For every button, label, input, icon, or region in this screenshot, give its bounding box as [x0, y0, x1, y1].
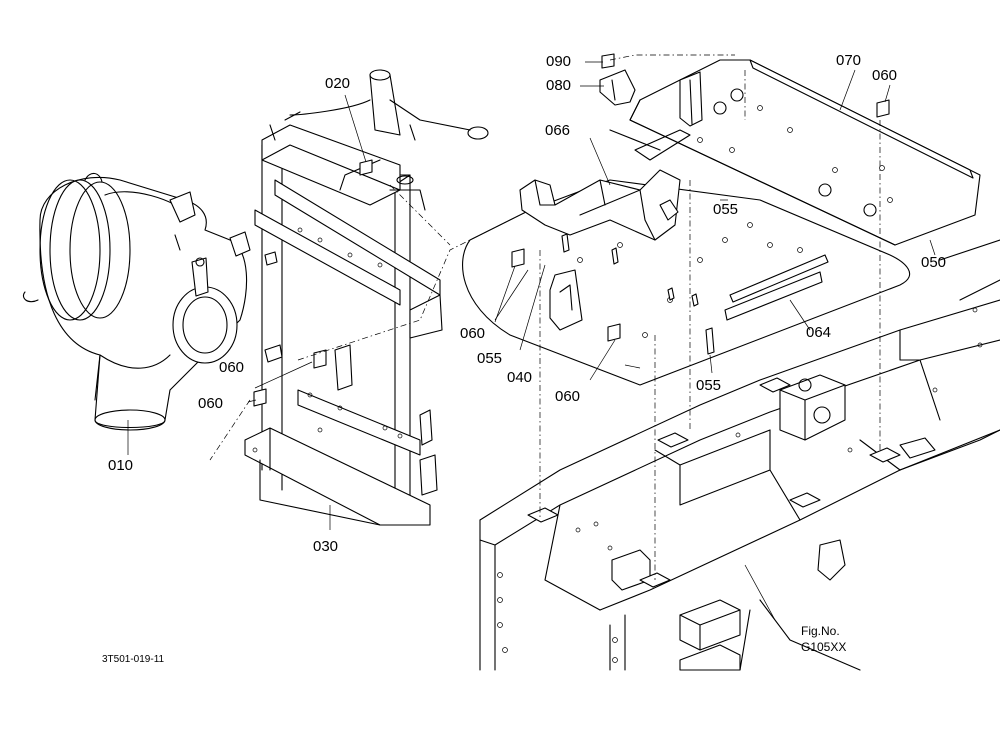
label-055-bottom: 055: [696, 377, 722, 394]
bolts: [253, 53, 890, 407]
bracket-066: [519, 129, 691, 241]
air-cleaner-010: [22, 172, 251, 431]
label-055-top: 055: [713, 201, 739, 218]
support-frame-030: [244, 69, 489, 526]
main-frame: [479, 239, 1000, 671]
label-010: 010: [108, 457, 134, 474]
label-066: 066: [545, 122, 571, 139]
plate-050: [629, 59, 981, 246]
label-030: 030: [313, 538, 339, 555]
label-020: 020: [325, 75, 351, 92]
fig-number: G105XX: [801, 640, 847, 654]
label-060-plate-left: 060: [460, 325, 486, 342]
label-055-left: 055: [477, 350, 503, 367]
label-060-top-right: 060: [872, 67, 898, 84]
fig-caption: Fig.No.: [801, 624, 840, 638]
label-060-frame-lower: 060: [198, 395, 224, 412]
drawing-number: 3T501-019-11: [102, 654, 165, 665]
label-060-frame-upper: 060: [219, 359, 245, 376]
leader-lines: [127, 61, 936, 621]
label-070: 070: [836, 52, 862, 69]
label-060-plate-center: 060: [555, 388, 581, 405]
label-050: 050: [921, 254, 947, 271]
label-080: 080: [546, 77, 572, 94]
assembly-lines: [209, 54, 881, 580]
label-040: 040: [507, 369, 533, 386]
label-090: 090: [546, 53, 572, 70]
label-064: 064: [806, 324, 832, 341]
